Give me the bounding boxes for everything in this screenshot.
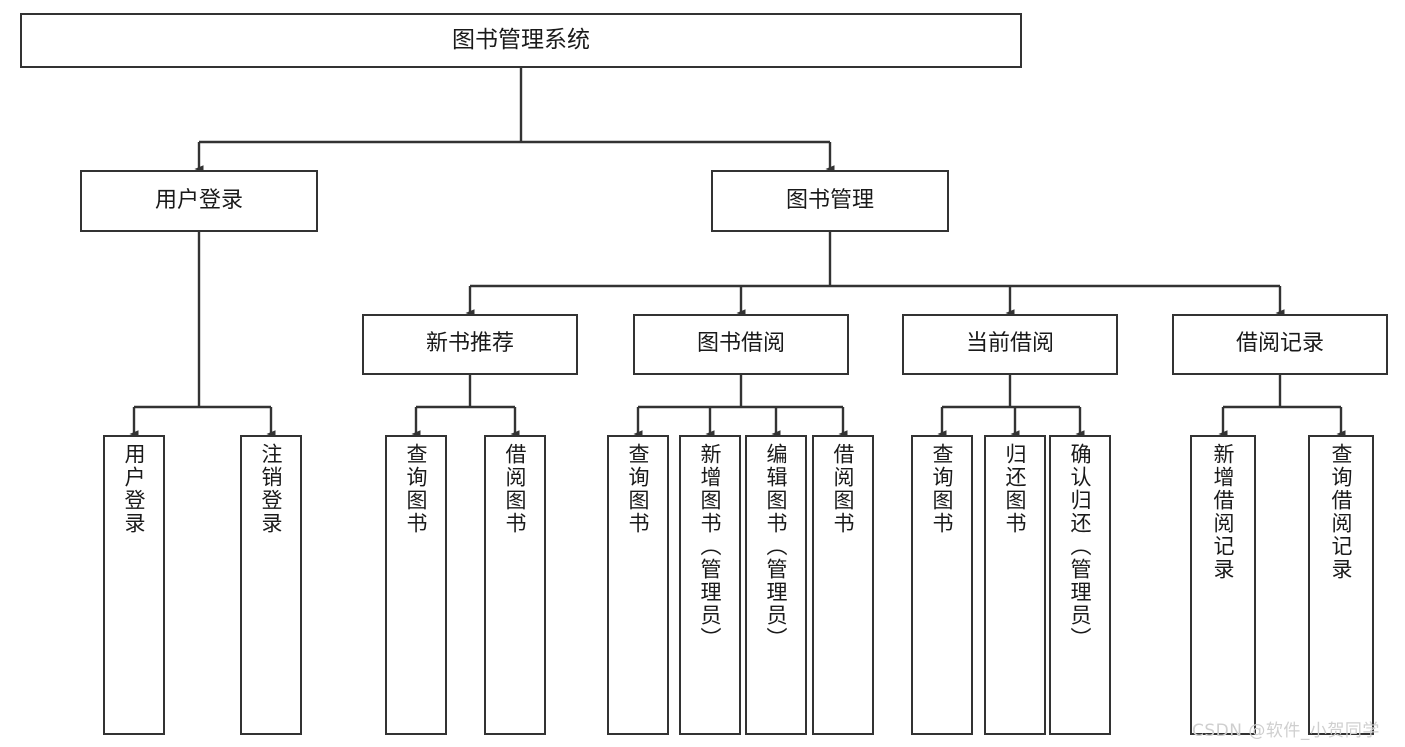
node-label: 图书借阅 bbox=[696, 331, 785, 357]
node-label: 借阅图书 bbox=[831, 443, 856, 535]
node-label: 编辑图书（管理员） bbox=[764, 443, 789, 650]
node-l-bk-query[interactable]: 查询图书 bbox=[607, 435, 669, 735]
node-l-bk-edit[interactable]: 编辑图书（管理员） bbox=[745, 435, 807, 735]
node-l-logout[interactable]: 注销登录 bbox=[240, 435, 302, 735]
node-label: 新增图书（管理员） bbox=[698, 443, 723, 650]
node-label: 查询图书 bbox=[404, 443, 429, 535]
node-label: 查询借阅记录 bbox=[1329, 443, 1354, 581]
connector-lines bbox=[129, 68, 1346, 438]
node-l-login[interactable]: 用户登录 bbox=[103, 435, 165, 735]
node-l-bk-borrow[interactable]: 借阅图书 bbox=[812, 435, 874, 735]
node-newbook[interactable]: 新书推荐 bbox=[362, 314, 578, 375]
node-l-rc-add[interactable]: 新增借阅记录 bbox=[1190, 435, 1256, 735]
node-label: 借阅图书 bbox=[503, 443, 528, 535]
node-l-rc-query[interactable]: 查询借阅记录 bbox=[1308, 435, 1374, 735]
node-l-nb-query[interactable]: 查询图书 bbox=[385, 435, 447, 735]
node-label: 注销登录 bbox=[259, 443, 284, 535]
node-borrow[interactable]: 图书借阅 bbox=[633, 314, 849, 375]
node-label: 确认归还（管理员） bbox=[1068, 443, 1093, 650]
node-record[interactable]: 借阅记录 bbox=[1172, 314, 1388, 375]
node-books[interactable]: 图书管理 bbox=[711, 170, 949, 232]
node-label: 新书推荐 bbox=[425, 331, 514, 357]
node-l-cu-return[interactable]: 归还图书 bbox=[984, 435, 1046, 735]
node-label: 图书管理系统 bbox=[452, 26, 590, 53]
node-label: 用户登录 bbox=[122, 443, 147, 535]
node-l-cu-query[interactable]: 查询图书 bbox=[911, 435, 973, 735]
node-label: 借阅记录 bbox=[1235, 331, 1324, 357]
node-label: 当前借阅 bbox=[965, 331, 1054, 357]
node-root[interactable]: 图书管理系统 bbox=[20, 13, 1022, 68]
node-l-nb-borrow[interactable]: 借阅图书 bbox=[484, 435, 546, 735]
node-label: 新增借阅记录 bbox=[1211, 443, 1236, 581]
node-label: 图书管理 bbox=[785, 187, 874, 213]
node-l-cu-confirm[interactable]: 确认归还（管理员） bbox=[1049, 435, 1111, 735]
node-label: 查询图书 bbox=[930, 443, 955, 535]
node-label: 用户登录 bbox=[154, 187, 243, 213]
node-current[interactable]: 当前借阅 bbox=[902, 314, 1118, 375]
node-label: 查询图书 bbox=[626, 443, 651, 535]
node-login[interactable]: 用户登录 bbox=[80, 170, 318, 232]
node-label: 归还图书 bbox=[1003, 443, 1028, 535]
node-l-bk-add[interactable]: 新增图书（管理员） bbox=[679, 435, 741, 735]
